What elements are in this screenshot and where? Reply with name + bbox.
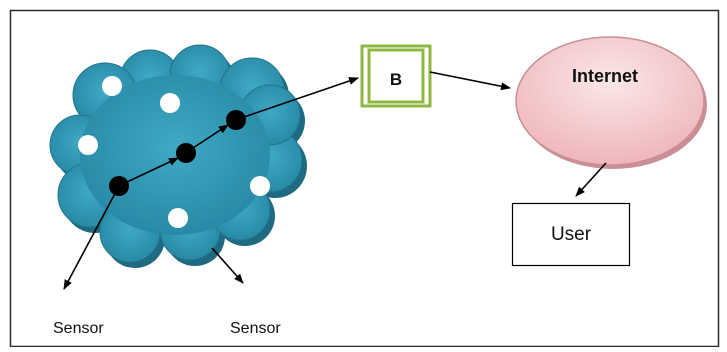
sensor-label: Sensor (230, 320, 281, 337)
sensor-label: Sensor (53, 320, 104, 337)
arrow-base-to-internet (429, 71, 511, 91)
sensor-node-idle (102, 76, 122, 96)
sensor-node-idle (168, 208, 188, 228)
route-arrow (126, 157, 179, 183)
base-station: B (360, 44, 432, 108)
route-arrow (192, 124, 229, 149)
sensor-node-idle (78, 135, 98, 155)
sensor-node-active (226, 110, 246, 130)
base-station-label: B (390, 70, 402, 89)
user-box: User (511, 202, 631, 267)
sensor-node-idle (160, 93, 180, 113)
user-label: User (551, 224, 592, 245)
sensor-node-idle (250, 176, 270, 196)
internet-label: Internet (572, 66, 638, 86)
route-arrow-to-base-station (243, 77, 359, 118)
sensor-pointer-arrow (211, 247, 244, 284)
sensor-node-active (176, 143, 196, 163)
arrow-internet-to-user (575, 162, 607, 197)
internet-cloud: Internet (515, 36, 707, 169)
sensor-pointer-arrow (63, 185, 120, 290)
